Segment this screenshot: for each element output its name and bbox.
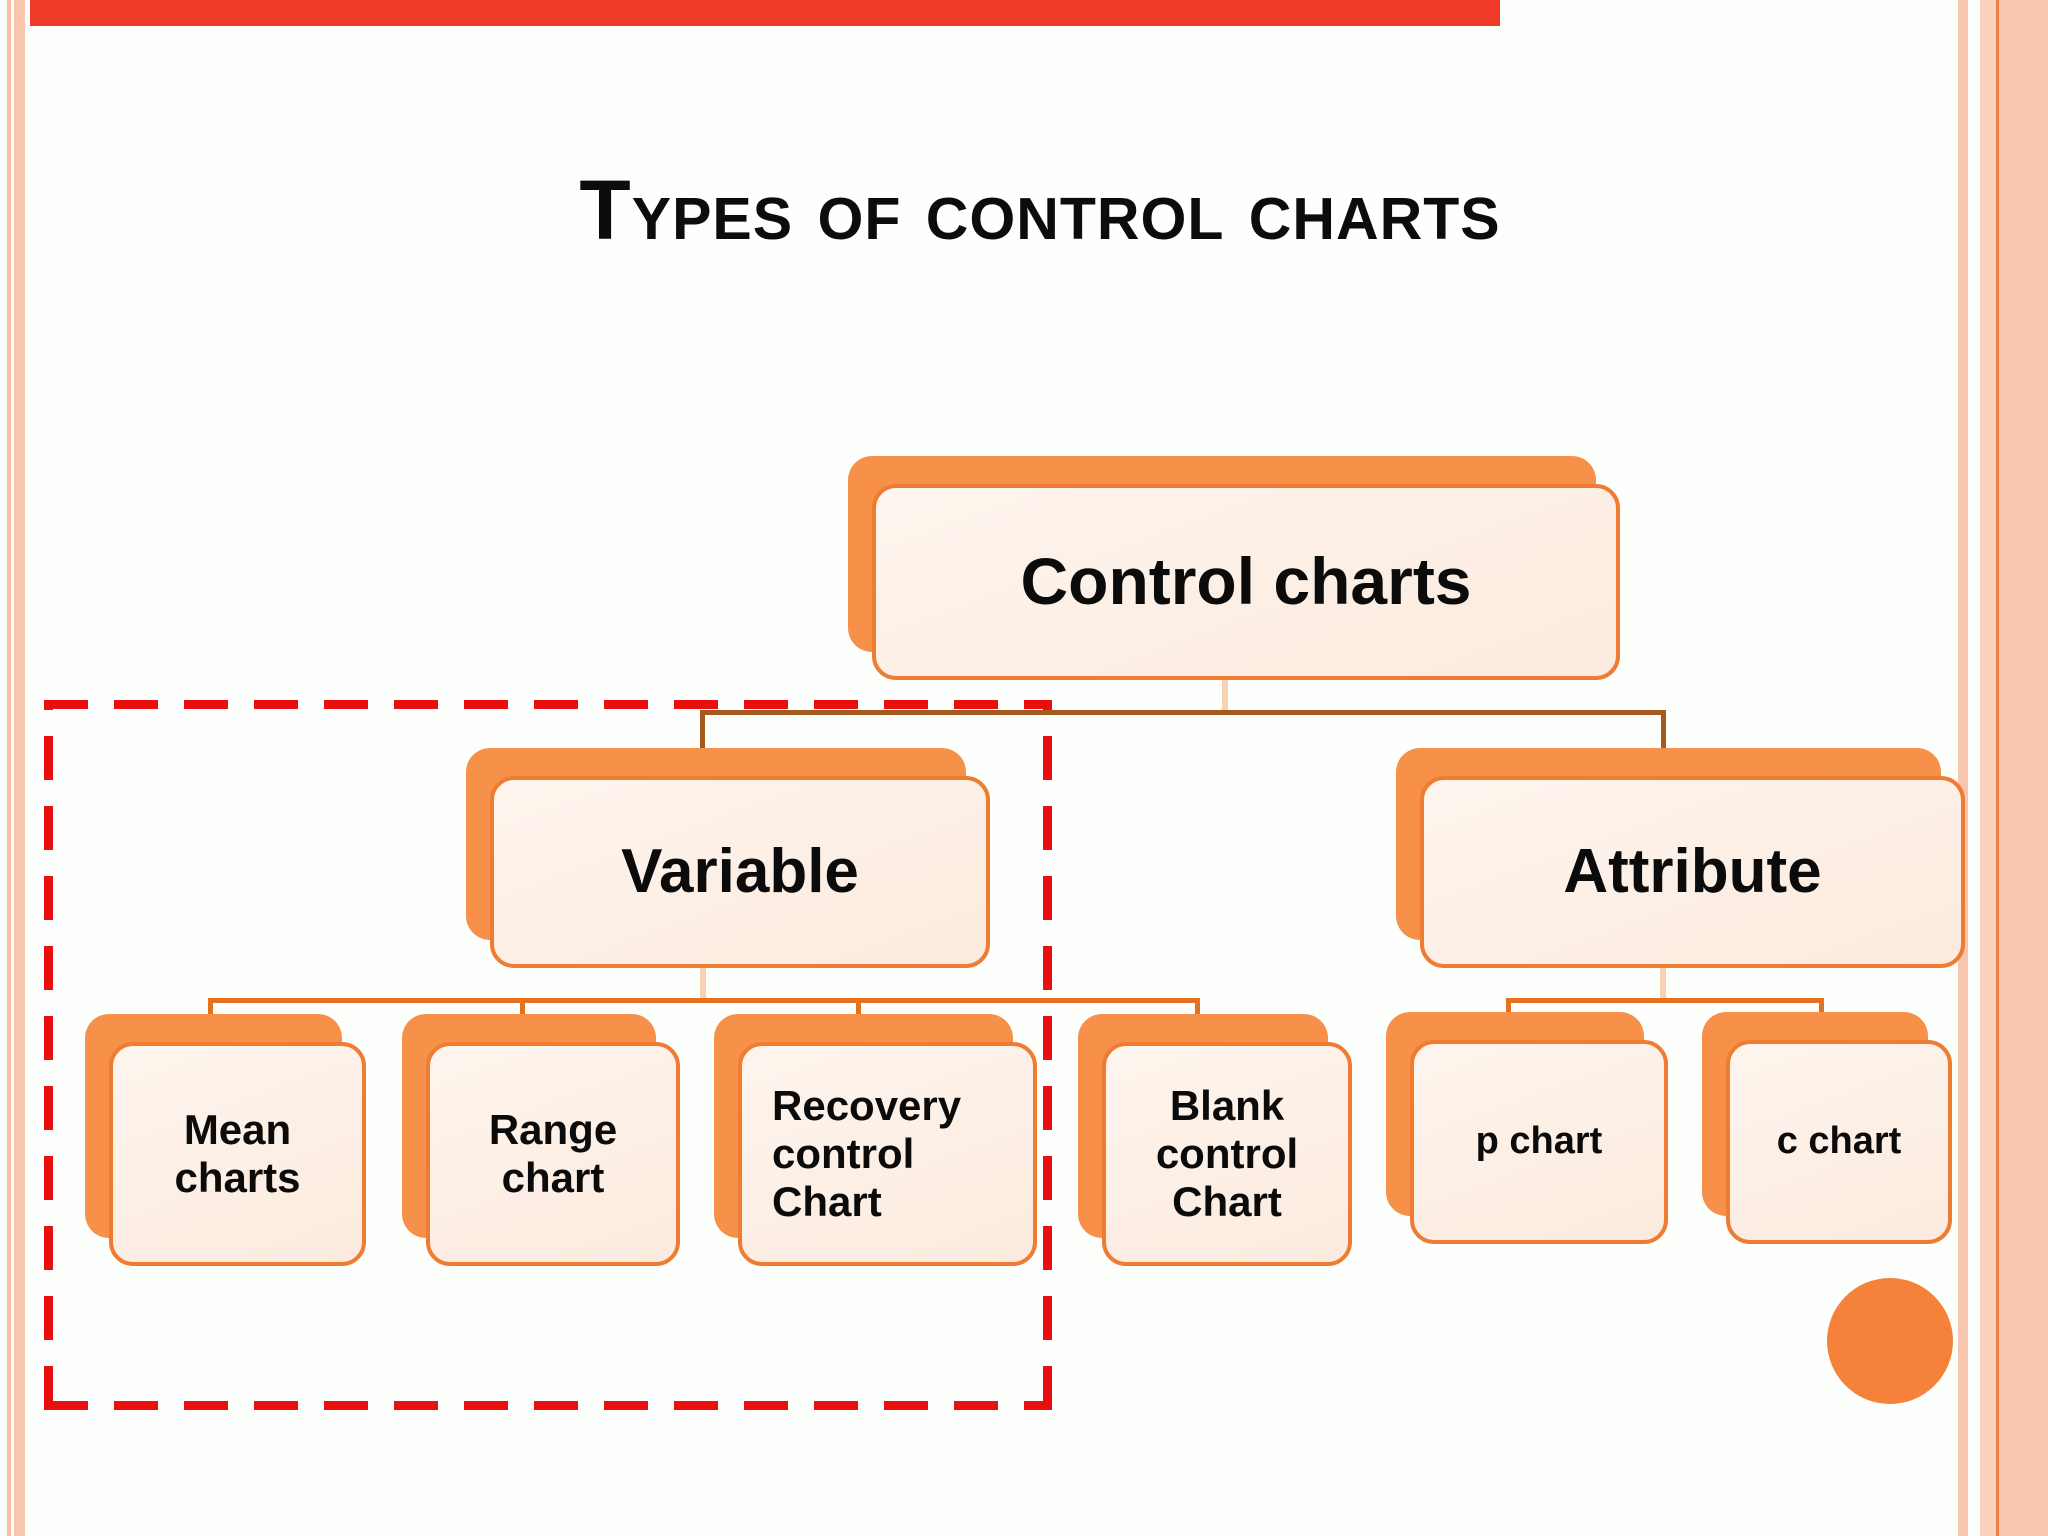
left-border-stripe-thin xyxy=(7,0,11,1536)
connector-level1-bus xyxy=(700,710,1666,715)
connector-attribute-bus xyxy=(1506,998,1824,1003)
slide-title: Types of control charts xyxy=(579,163,1501,257)
node-label: Control charts xyxy=(1020,544,1472,619)
left-border-stripe-band xyxy=(14,0,25,1536)
orange-circle-decoration xyxy=(1827,1278,1953,1404)
right-border-stripe-line xyxy=(1996,0,1999,1536)
leaf-blank-control-chart: Blank control Chart xyxy=(1078,1014,1352,1266)
node-label: Attribute xyxy=(1563,837,1822,907)
connector-drop-pchart xyxy=(1506,998,1511,1016)
node-control-charts: Control charts xyxy=(848,456,1620,680)
right-border-band-light xyxy=(1980,0,1996,1536)
connector-drop-blank xyxy=(1195,998,1200,1016)
leaf-p-chart: p chart xyxy=(1386,1012,1668,1244)
node-label: Blank control Chart xyxy=(1155,1081,1299,1226)
leaf-c-chart: c chart xyxy=(1702,1012,1952,1244)
node-attribute: Attribute xyxy=(1396,748,1965,968)
connector-drop-cchart xyxy=(1819,998,1824,1016)
connector-attribute-stub xyxy=(1660,968,1666,1000)
connector-drop-attribute xyxy=(1661,710,1666,750)
node-label: p chart xyxy=(1475,1120,1603,1163)
right-border-stripe-thin xyxy=(1958,0,1968,1536)
connector-root-stub xyxy=(1222,680,1228,712)
right-border-band xyxy=(1999,0,2048,1536)
video-progress-bar xyxy=(30,0,1500,26)
node-label: c chart xyxy=(1776,1120,1902,1163)
red-dashed-highlight-box xyxy=(44,700,1052,1410)
